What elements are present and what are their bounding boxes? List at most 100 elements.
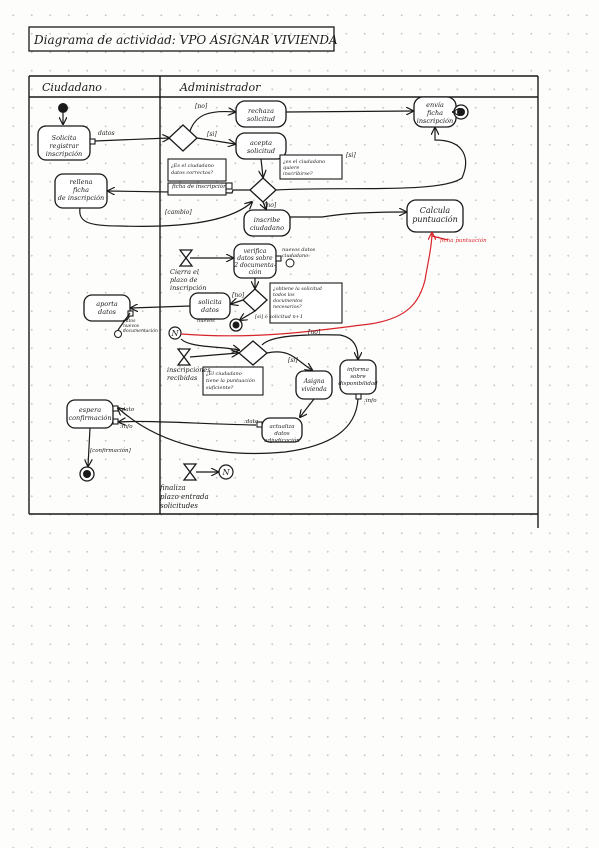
flow-connector-to-decision xyxy=(180,338,239,350)
label-datos: datos xyxy=(98,130,115,137)
flow-aporta-to-connector xyxy=(117,312,131,331)
action-asigna-l2: vivienda xyxy=(301,386,327,393)
connector-n-1: N xyxy=(168,326,182,340)
cond-puntuacion-l1: ¿El ciudadano xyxy=(206,371,242,377)
flow-asigna-to-actualiza xyxy=(300,398,315,417)
flow-to-acepta xyxy=(196,137,235,144)
label-ficha-inscripcion: ficha de inscripción xyxy=(171,183,227,190)
pin-actualiza xyxy=(256,421,263,428)
action-acepta-l2: solicitud xyxy=(247,147,275,155)
action-informa-l1: informa xyxy=(347,367,369,373)
connector-small xyxy=(285,258,295,268)
label-no-3: [no] xyxy=(232,292,245,299)
connector-n-2: N xyxy=(218,464,234,480)
flow-rechaza-to-envia xyxy=(285,111,413,112)
action-asigna-l1: Asigna xyxy=(303,378,325,385)
action-verifica-l1: verifica xyxy=(244,248,267,255)
cond-puntuacion-l3: suficiente? xyxy=(206,385,234,391)
final-node-3 xyxy=(79,466,95,482)
lane-header-citizen: Ciudadano xyxy=(42,81,102,94)
flow-informa-to-espera xyxy=(118,398,359,455)
action-envia-l2: ficha xyxy=(426,109,443,117)
cierre-l2: plazo de xyxy=(170,276,198,284)
cond-doc-l4: necesarios? xyxy=(273,304,302,310)
flow-solicita-to-decision xyxy=(94,138,169,141)
label-dato-asig: :dato xyxy=(244,419,259,425)
decision-documentacion xyxy=(242,288,268,312)
action-actualiza-l2: datos xyxy=(274,431,289,437)
finaliza-l3: solicitudes xyxy=(160,502,198,510)
flow-inscribe-to-calcula xyxy=(290,212,406,218)
action-rechaza-l2: solicitud xyxy=(247,115,275,123)
action-acepta-l1: acepta xyxy=(250,139,272,147)
decision-puntuacion xyxy=(238,340,268,366)
action-calcula-l1: Calcula xyxy=(420,206,451,215)
action-solicita-l2: registrar xyxy=(49,142,79,150)
action-inscribe-l2: ciudadano xyxy=(250,224,284,232)
note-datos-correctos xyxy=(167,158,227,182)
label-si-documentacion: [si] ó solicitud n+1 xyxy=(255,313,303,320)
nuevos-datos-l2: ciudadano xyxy=(282,253,308,259)
label-si-1: [si] xyxy=(207,131,217,138)
cond-doc-l3: documentos xyxy=(273,298,303,304)
cierre-l3: inscripción xyxy=(170,284,206,292)
cond-inscribirse-l2: quiere xyxy=(283,165,299,171)
action-solicita-l3: inscripción xyxy=(46,150,82,158)
action-asigna xyxy=(295,370,333,400)
action-aporta-l2: datos xyxy=(98,308,117,316)
action-informa-l2: sobre xyxy=(350,374,366,380)
cond-doc-l2: todos los xyxy=(273,292,295,298)
label-info-informa: :info xyxy=(364,398,377,404)
finaliza-l2: plazo entrada xyxy=(160,493,209,501)
action-solicita-datos-l2: datos xyxy=(201,306,220,314)
action-inscribe-l1: inscribe xyxy=(254,216,281,224)
label-cambio: [cambio] xyxy=(165,209,192,216)
flow-red-ficha xyxy=(431,235,449,241)
title-box: Diagrama de actividad: VPO ASIGNAR VIVIE… xyxy=(28,26,338,52)
diagram-title: Diagrama de actividad: VPO ASIGNAR VIVIE… xyxy=(33,33,338,47)
sol-desc-l1: datos xyxy=(123,318,136,324)
action-envia-l1: envía xyxy=(426,101,444,109)
action-espera-l2: confirmación xyxy=(68,414,111,422)
cond-puntuacion-l2: tiene la puntuación xyxy=(206,377,255,384)
connector-n-1-label: N xyxy=(171,329,180,338)
connector-small-2 xyxy=(114,330,122,338)
label-ficha-puntuacion: ficha puntuación xyxy=(439,237,487,244)
label-confirmacion: [confirmación] xyxy=(90,447,132,454)
pin-informa xyxy=(355,393,362,400)
flow-red-connector-to-calcula xyxy=(180,233,432,337)
decision-datos-correctos xyxy=(168,124,198,152)
flow-to-rechaza xyxy=(189,112,235,132)
action-rellena-l1: rellena xyxy=(69,178,92,186)
action-verifica-l3: 2 documenta- xyxy=(233,262,276,269)
decision-quiere-inscribirse xyxy=(249,177,277,203)
flow-to-inscribe xyxy=(263,202,266,209)
cond-inscribirse-l3: inscribirse? xyxy=(283,171,313,177)
action-espera-l1: espera xyxy=(79,406,101,414)
final-node-1 xyxy=(453,104,469,120)
flow-cambio-back xyxy=(79,202,252,227)
cond-datos-l1: ¿Es el ciudadano xyxy=(171,163,214,169)
action-rechaza-l1: rechaza xyxy=(248,107,274,115)
pin-espera-info xyxy=(112,418,119,425)
label-si-2: [si] xyxy=(346,152,356,159)
flow-solicita-to-aporta xyxy=(131,306,191,308)
action-envia-l3: inscripción xyxy=(417,117,453,125)
label-info-espera: :info xyxy=(120,424,133,430)
flow-si-to-asigna xyxy=(266,351,312,370)
